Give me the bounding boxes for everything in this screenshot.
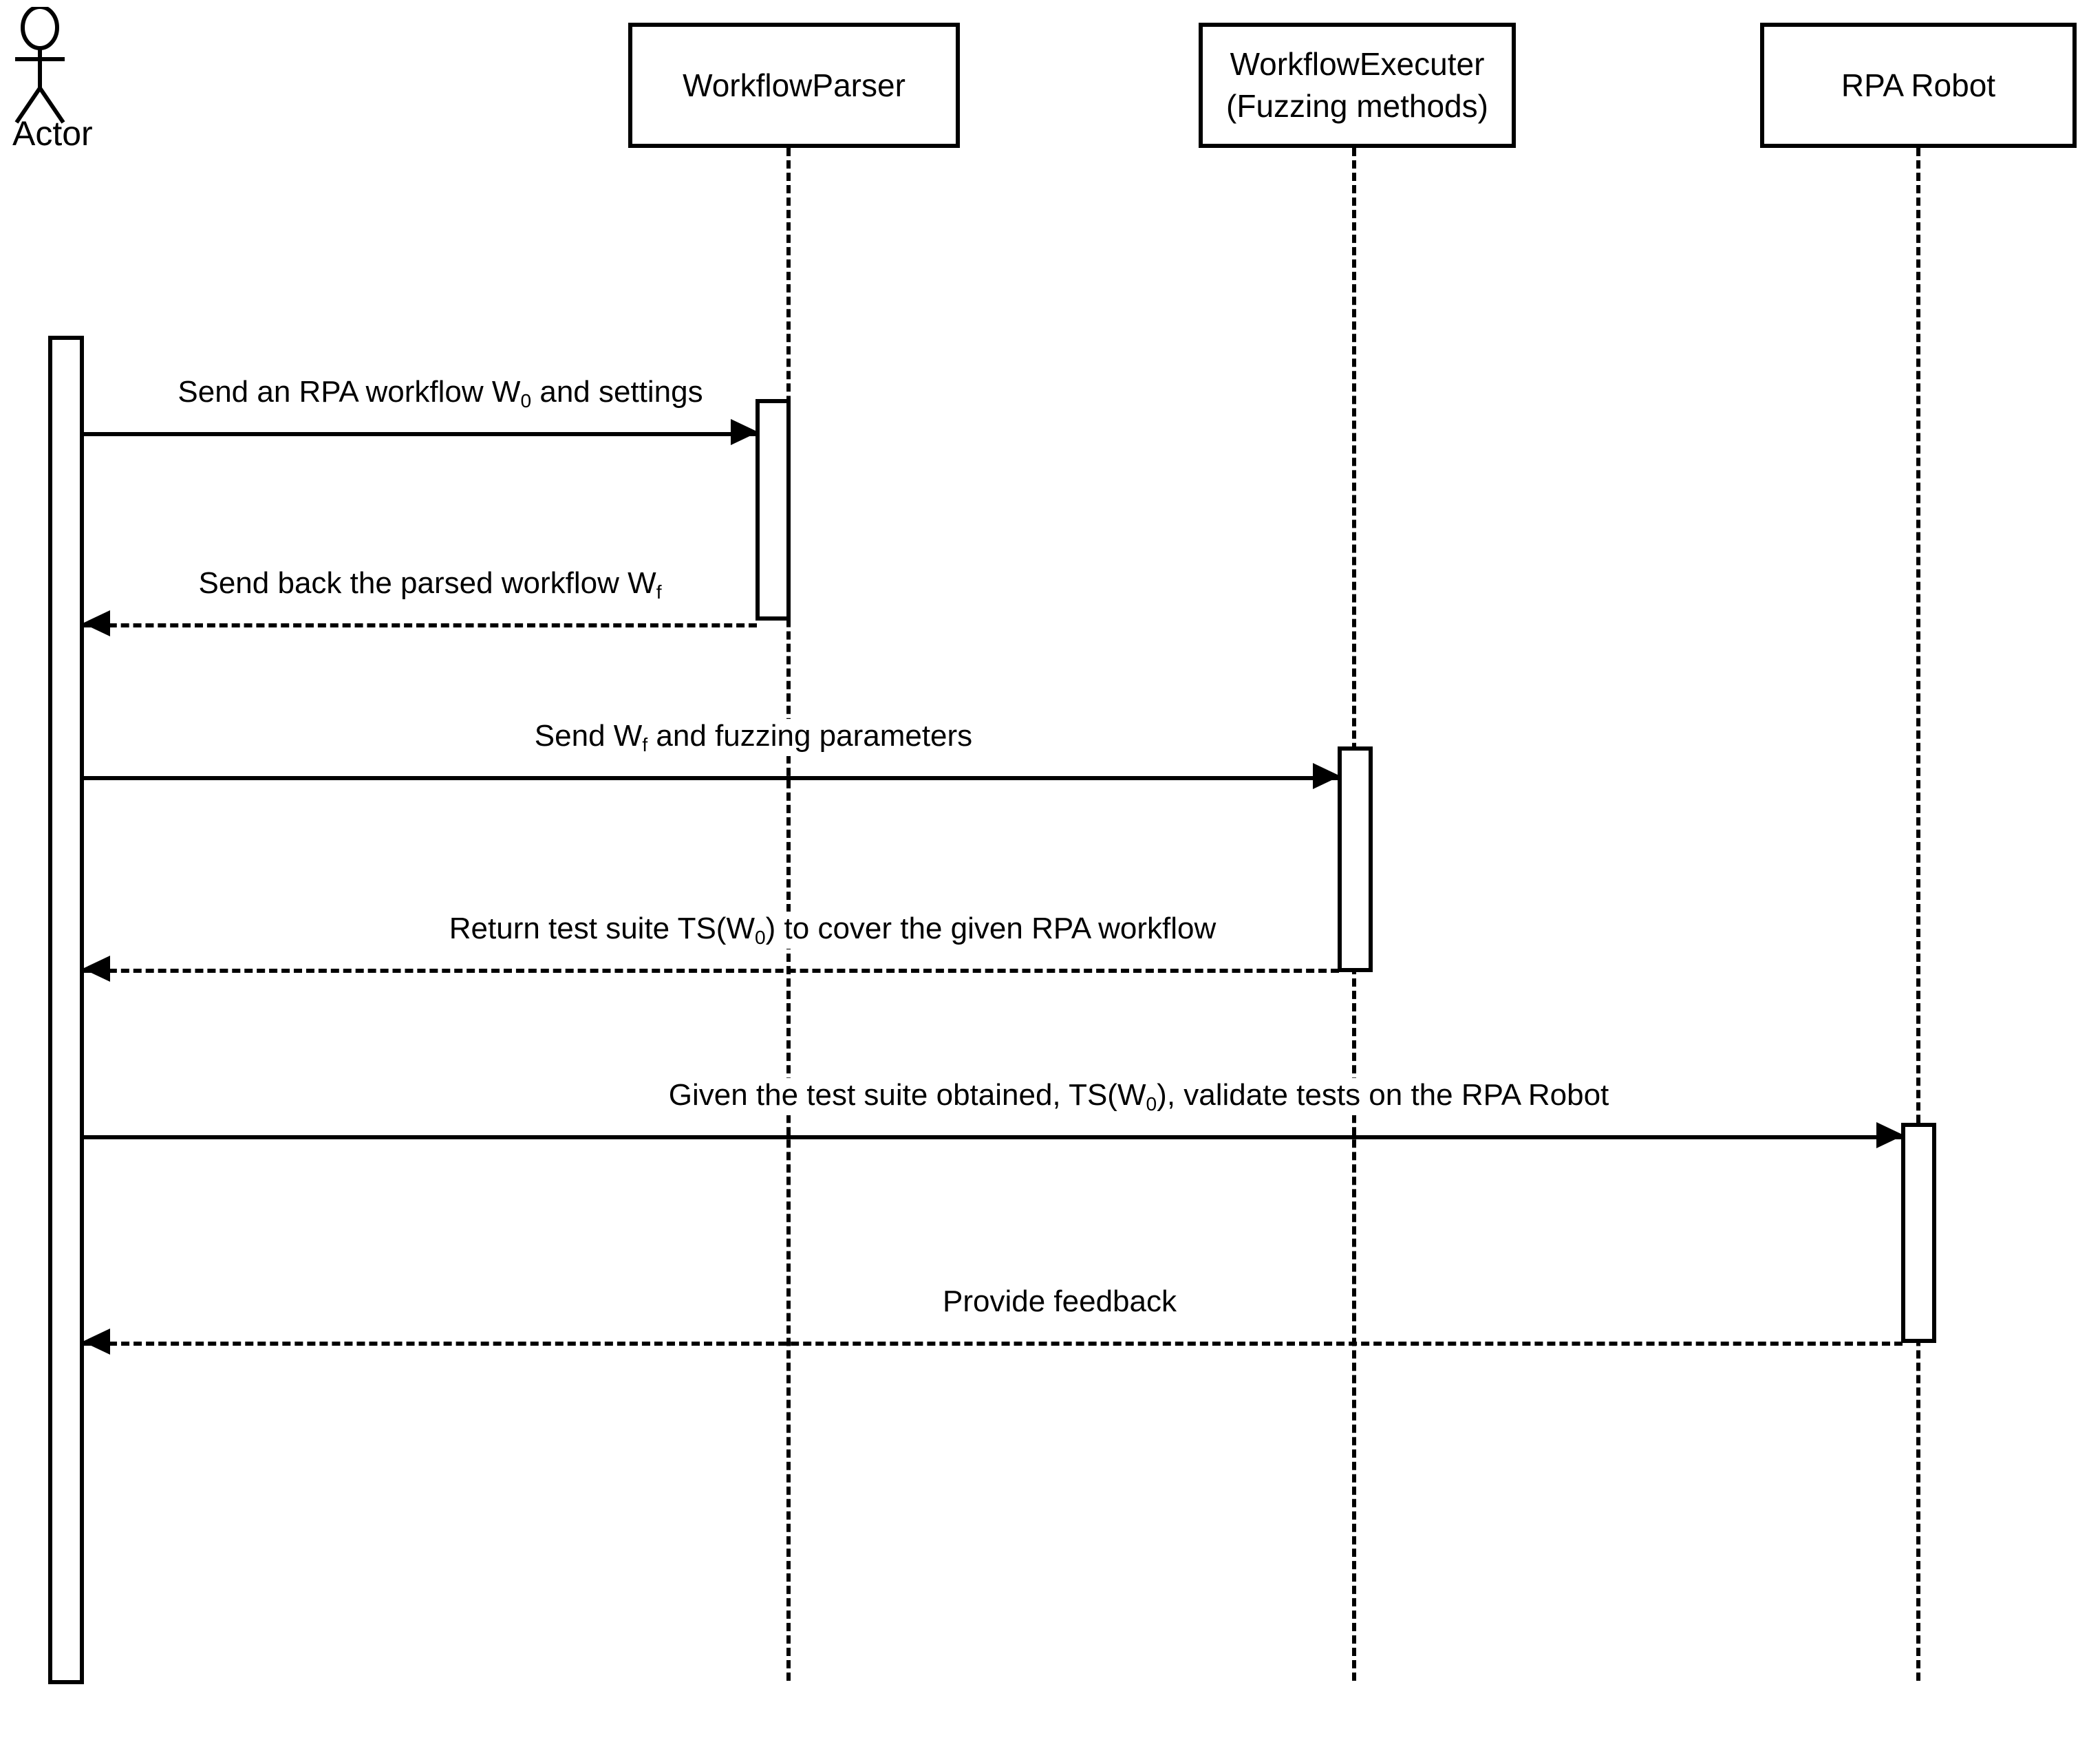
message-label-4: Return test suite TS(W0) to cover the gi… — [444, 912, 1221, 949]
activation-bar-workflowparser — [756, 399, 791, 621]
message-label-1-suffix: and settings — [531, 375, 703, 409]
message-label-2-sub: f — [656, 581, 662, 603]
message-line-2 — [84, 623, 757, 627]
activation-bar-workflowexecuter — [1338, 746, 1373, 972]
lifeline-box-workflowparser-line1: WorkflowParser — [683, 67, 906, 103]
lifeline-box-workflowexecuter-line2: (Fuzzing methods) — [1226, 88, 1488, 124]
message-line-4 — [84, 969, 1339, 973]
actor-stick-figure — [14, 7, 65, 124]
message-label-3-prefix: Send W — [534, 719, 643, 753]
arrowhead-left-4 — [83, 956, 110, 982]
message-label-1-sub: 0 — [520, 389, 532, 411]
message-label-5-sub: 0 — [1146, 1093, 1157, 1115]
arrowhead-right-5 — [1876, 1122, 1904, 1148]
message-label-5-prefix: Given the test suite obtained, TS(W — [668, 1078, 1146, 1112]
message-label-1: Send an RPA workflow W0 and settings — [173, 375, 707, 412]
activation-bar-actor — [48, 336, 84, 1684]
message-label-4-prefix: Return test suite TS(W — [449, 912, 755, 945]
message-label-5: Given the test suite obtained, TS(W0), v… — [664, 1078, 1614, 1115]
arrowhead-right-1 — [731, 419, 758, 445]
arrowhead-left-6 — [83, 1329, 110, 1355]
arrowhead-right-3 — [1313, 763, 1340, 789]
message-line-6 — [84, 1342, 1903, 1346]
message-label-2-prefix: Send back the parsed workflow W — [198, 566, 656, 600]
message-label-3: Send Wf and fuzzing parameters — [530, 719, 977, 756]
message-label-3-sub: f — [642, 733, 648, 755]
message-label-6-prefix: Provide feedback — [943, 1284, 1177, 1318]
lifeline-box-rpa-robot-line1: RPA Robot — [1841, 67, 1996, 103]
lifeline-box-workflowexecuter[interactable]: WorkflowExecuter (Fuzzing methods) — [1199, 23, 1516, 148]
lifeline-box-workflowparser[interactable]: WorkflowParser — [628, 23, 960, 148]
message-label-2: Send back the parsed workflow Wf — [194, 566, 666, 603]
message-label-5-suffix: ), validate tests on the RPA Robot — [1157, 1078, 1609, 1112]
message-line-1 — [84, 432, 757, 436]
lifeline-rpa-robot — [1916, 148, 1920, 1681]
activation-bar-rpa-robot — [1901, 1123, 1936, 1343]
message-line-5 — [84, 1135, 1903, 1139]
lifeline-box-workflowexecuter-line1: WorkflowExecuter — [1230, 46, 1485, 83]
message-label-3-suffix: and fuzzing parameters — [647, 719, 973, 753]
message-label-4-suffix: ) to cover the given RPA workflow — [765, 912, 1217, 945]
message-line-3 — [84, 776, 1339, 780]
message-label-1-prefix: Send an RPA workflow W — [178, 375, 521, 409]
message-label-4-sub: 0 — [754, 926, 766, 948]
lifeline-box-rpa-robot[interactable]: RPA Robot — [1760, 23, 2077, 148]
arrowhead-left-2 — [83, 610, 110, 636]
message-label-6: Provide feedback — [939, 1284, 1181, 1322]
actor-label: Actor — [12, 114, 93, 153]
